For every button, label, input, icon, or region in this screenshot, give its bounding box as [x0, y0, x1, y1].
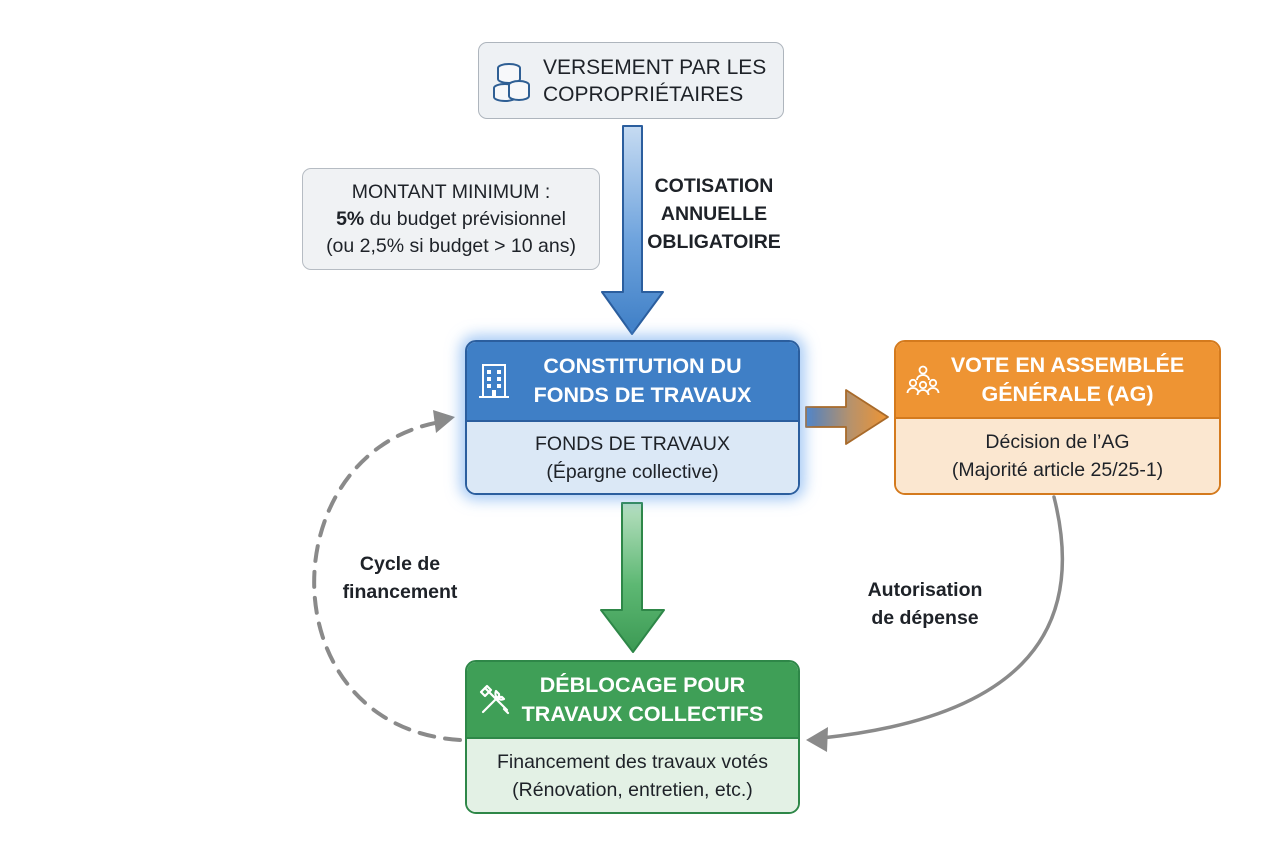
montant-minimum-note: MONTANT MINIMUM : 5% du budget prévision… [302, 168, 600, 270]
deblocage-body-line-1: Financement des travaux votés [497, 750, 768, 773]
arrow-fonds-to-vote [805, 389, 889, 445]
note-line-2-rest: du budget prévisionnel [364, 208, 566, 230]
vote-card-body: Décision de l’AG (Majorité article 25/25… [896, 419, 1219, 493]
deblocage-body-line-2: (Rénovation, entretien, etc.) [512, 778, 753, 801]
note-percentage: 5% [336, 208, 365, 230]
fonds-body-line-1: FONDS DE TRAVAUX [534, 432, 731, 455]
fonds-card-header: CONSTITUTION DU FONDS DE TRAVAUX [467, 342, 798, 422]
cotisation-line-2: ANNUELLE [660, 203, 768, 225]
arrow-cycle-head [433, 410, 455, 433]
autorisation-depense-label: Autorisation de dépense [840, 576, 1010, 632]
arrow-versement-to-fonds [601, 125, 664, 335]
coins-icon [493, 62, 530, 102]
vote-body-line-1: Décision de l’AG [985, 431, 1130, 453]
versement-line-1: VERSEMENT PAR LES [543, 55, 767, 79]
versement-line-2: COPROPRIÉTAIRES [543, 82, 744, 106]
cycle-financement-label: Cycle de financement [320, 550, 480, 606]
note-line-2: 5% du budget prévisionnel [303, 206, 599, 233]
deblocage-card-body: Financement des travaux votés (Rénovatio… [467, 739, 798, 812]
note-line-1: MONTANT MINIMUM : [351, 181, 551, 203]
arrow-cycle-financement [312, 420, 462, 742]
fonds-body-line-2: (Épargne collective) [546, 460, 719, 483]
vote-title-line-2: GÉNÉRALE (AG) [981, 381, 1154, 406]
cotisation-label: COTISATION ANNUELLE OBLIGATOIRE [636, 172, 792, 256]
arrow-autorisation-depense [820, 495, 1065, 740]
fonds-card-title: CONSTITUTION DU FONDS DE TRAVAUX [500, 352, 766, 410]
vote-body-line-2: (Majorité article 25/25-1) [951, 459, 1164, 481]
versement-label: VERSEMENT PAR LES COPROPRIÉTAIRES [543, 54, 766, 108]
autorisation-line-2: de dépense [871, 607, 979, 629]
deblocage-title-line-1: DÉBLOCAGE POUR [539, 672, 746, 697]
vote-card: VOTE EN ASSEMBLÉE GÉNÉRALE (AG) Décision… [894, 340, 1221, 495]
fonds-title-line-2: FONDS DE TRAVAUX [533, 383, 752, 407]
fonds-card: CONSTITUTION DU FONDS DE TRAVAUX FONDS D… [465, 340, 800, 495]
people-icon [906, 365, 940, 395]
autorisation-line-1: Autorisation [867, 579, 983, 601]
deblocage-card-title: DÉBLOCAGE POUR TRAVAUX COLLECTIFS [488, 671, 778, 729]
fonds-card-body: FONDS DE TRAVAUX (Épargne collective) [467, 422, 798, 493]
building-icon [479, 364, 509, 398]
vote-title-line-1: VOTE EN ASSEMBLÉE [950, 352, 1185, 377]
cotisation-line-1: COTISATION [654, 175, 774, 197]
fonds-title-line-1: CONSTITUTION DU [543, 354, 742, 378]
arrow-fonds-to-deblocage [600, 502, 665, 653]
cycle-line-2: financement [342, 581, 458, 603]
cycle-line-1: Cycle de [359, 553, 441, 575]
vote-card-header: VOTE EN ASSEMBLÉE GÉNÉRALE (AG) [896, 342, 1219, 419]
versement-box: VERSEMENT PAR LES COPROPRIÉTAIRES [478, 42, 784, 119]
cotisation-line-3: OBLIGATOIRE [647, 231, 781, 253]
deblocage-card: DÉBLOCAGE POUR TRAVAUX COLLECTIFS Financ… [465, 660, 800, 814]
deblocage-title-line-2: TRAVAUX COLLECTIFS [521, 701, 764, 726]
note-line-3: (ou 2,5% si budget > 10 ans) [326, 235, 576, 257]
vote-card-title: VOTE EN ASSEMBLÉE GÉNÉRALE (AG) [917, 351, 1198, 409]
deblocage-card-header: DÉBLOCAGE POUR TRAVAUX COLLECTIFS [467, 662, 798, 739]
tools-icon [479, 684, 510, 714]
arrow-autorisation-head [806, 727, 828, 752]
